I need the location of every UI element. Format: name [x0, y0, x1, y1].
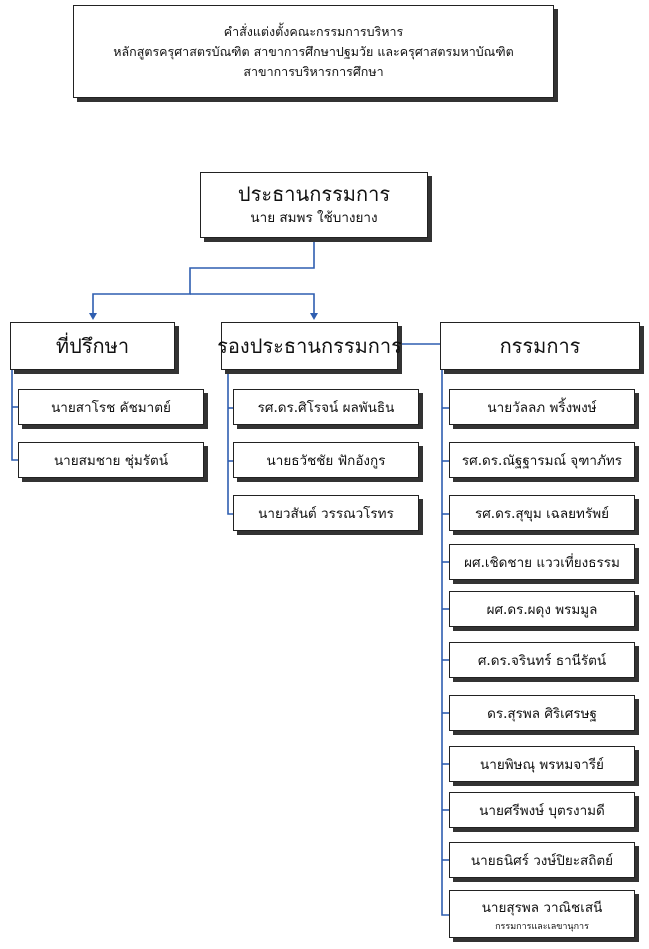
vice-chair-member: นายธวัชชัย ฟักอังกูร: [233, 442, 419, 478]
committee-name: ผศ.เชิดชาย แววเที่ยงธรรม: [464, 555, 620, 571]
committee-name: รศ.ดร.ณัฐฐารมณ์ จุฑาภัทร: [461, 453, 623, 469]
header-line-2: หลักสูตรครุศาสตรบัณฑิต สาขาการศึกษาปฐมวั…: [113, 43, 514, 59]
vice-chairs-title: รองประธานกรรมการ: [217, 334, 402, 358]
secretary-role-note: กรรมการและเลขานุการ: [495, 921, 589, 932]
advisors-title: ที่ปรึกษา: [55, 334, 130, 358]
committee-name: นายวัลลภ พริ้งพงษ์: [487, 400, 597, 416]
vice-chair-name: นายวสันต์ วรรณวโรทร: [258, 506, 394, 522]
committee-name: ดร.สุรพล ศิริเศรษฐ: [487, 706, 597, 722]
committee-member: รศ.ดร.สุขุม เฉลยทรัพย์: [449, 495, 635, 531]
chair-name: นาย สมพร ใช้บางยาง: [250, 210, 378, 226]
committee-name: นายสุรพล วาณิชเสนี: [481, 899, 603, 916]
advisor-member: นายสมชาย ชุ่มรัตน์: [18, 442, 204, 478]
committee-member: นายศรีพงษ์ บุตรงามดี: [449, 792, 635, 828]
advisor-member: นายสาโรช คัชมาตย์: [18, 389, 204, 425]
committee-name: นายพิษณุ พรหมจารีย์: [480, 757, 604, 773]
committee-title: กรรมการ: [499, 334, 581, 358]
committee-member-secretary: นายสุรพล วาณิชเสนี กรรมการและเลขานุการ: [449, 890, 635, 938]
vice-chairs-header: รองประธานกรรมการ: [217, 322, 402, 370]
header-line-3: สาขาการบริหารการศึกษา: [243, 63, 384, 79]
vice-chair-name: นายธวัชชัย ฟักอังกูร: [266, 453, 386, 469]
committee-member: ผศ.เชิดชาย แววเที่ยงธรรม: [449, 544, 635, 580]
committee-member: นายวัลลภ พริ้งพงษ์: [449, 389, 635, 425]
committee-member: รศ.ดร.ณัฐฐารมณ์ จุฑาภัทร: [449, 442, 635, 478]
chair-title: ประธานกรรมการ: [237, 182, 391, 206]
header-line-1: คำสั่งแต่งตั้งคณะกรรมการบริหาร: [223, 23, 404, 39]
committee-name: ศ.ดร.จรินทร์ ธานีรัตน์: [477, 653, 607, 669]
committee-member: นายพิษณุ พรหมจารีย์: [449, 746, 635, 782]
committee-member: นายธนิศร์ วงษ์ปิยะสถิตย์: [449, 842, 635, 878]
advisor-name: นายสาโรช คัชมาตย์: [51, 400, 171, 416]
vice-chair-member: รศ.ดร.ศิโรจน์ ผลพันธิน: [233, 389, 419, 425]
advisors-header: ที่ปรึกษา: [10, 322, 175, 370]
committee-name: ผศ.ดร.ผดุง พรมมูล: [486, 602, 598, 618]
committee-name: รศ.ดร.สุขุม เฉลยทรัพย์: [474, 506, 610, 522]
vice-chair-name: รศ.ดร.ศิโรจน์ ผลพันธิน: [257, 400, 395, 416]
chair-box: ประธานกรรมการ นาย สมพร ใช้บางยาง: [200, 172, 428, 238]
committee-member: ศ.ดร.จรินทร์ ธานีรัตน์: [449, 642, 635, 678]
committee-name: นายธนิศร์ วงษ์ปิยะสถิตย์: [470, 853, 614, 869]
vice-chair-member: นายวสันต์ วรรณวโรทร: [233, 495, 419, 531]
header-box: คำสั่งแต่งตั้งคณะกรรมการบริหาร หลักสูตรค…: [73, 5, 554, 98]
committee-member: ดร.สุรพล ศิริเศรษฐ: [449, 695, 635, 731]
committee-member: ผศ.ดร.ผดุง พรมมูล: [449, 591, 635, 627]
committee-name: นายศรีพงษ์ บุตรงามดี: [479, 803, 605, 819]
advisor-name: นายสมชาย ชุ่มรัตน์: [53, 453, 169, 469]
committee-header: กรรมการ: [440, 322, 640, 370]
